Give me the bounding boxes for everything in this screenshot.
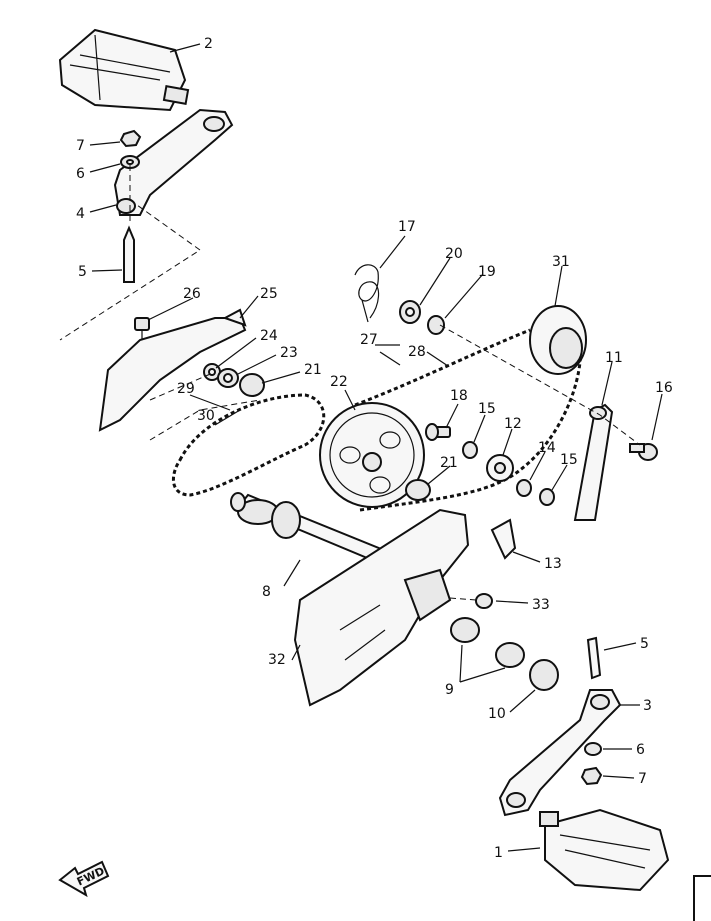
collar-21a	[239, 373, 265, 397]
callout-2: 2	[204, 36, 213, 52]
forward-direction-arrow: FWD	[58, 860, 110, 898]
bushing-10	[529, 659, 559, 691]
callout-4: 4	[76, 206, 85, 222]
callout-labels: 2 7 6 4 5 26 25 24 23 21 29 30 17 20 19 …	[76, 36, 673, 861]
callout-15: 15	[478, 401, 496, 417]
callout-11: 11	[605, 350, 623, 366]
callout-7: 7	[76, 138, 85, 154]
bushing-9b	[495, 642, 525, 668]
callout-28: 28	[408, 344, 426, 360]
leader-lines	[89, 43, 663, 852]
callout-5: 5	[78, 264, 87, 280]
pedal-upper	[58, 28, 190, 112]
alignment-line	[149, 371, 216, 401]
callout-22: 22	[330, 374, 348, 390]
collar-21b	[405, 479, 431, 501]
callout-18: 18	[450, 388, 468, 404]
tensioner-arm	[573, 403, 614, 521]
nut-lower	[580, 766, 603, 786]
callout-13: 13	[544, 556, 562, 572]
bolt-18	[425, 423, 451, 441]
chain-rear-loop	[359, 339, 583, 512]
callout-6: 6	[636, 742, 645, 758]
alignment-line	[439, 324, 641, 446]
callout-17: 17	[398, 219, 416, 235]
pedal-lower	[539, 808, 670, 892]
bolt-33	[449, 593, 493, 609]
idler-sprocket	[486, 454, 514, 482]
bolt-26	[134, 317, 150, 340]
callout-21: 21	[304, 362, 322, 378]
callout-10: 10	[488, 706, 506, 722]
washer-20	[399, 300, 421, 324]
washer-upper	[120, 155, 140, 169]
callout-1: 1	[494, 845, 503, 861]
chain-rear	[354, 328, 531, 407]
callout-6: 6	[76, 166, 85, 182]
callout-30: 30	[197, 408, 215, 424]
callout-21: 21	[440, 455, 458, 471]
callout-25: 25	[260, 286, 278, 302]
callout-8: 8	[262, 584, 271, 600]
callout-14: 14	[538, 440, 556, 456]
callout-24: 24	[260, 328, 278, 344]
washer-15b	[539, 488, 555, 506]
callout-19: 19	[478, 264, 496, 280]
washer-15a	[462, 441, 478, 459]
callout-33: 33	[532, 597, 550, 613]
bolt-16	[629, 443, 658, 461]
callout-26: 26	[183, 286, 201, 302]
callout-27: 27	[360, 332, 378, 348]
frame-plate	[293, 508, 470, 707]
callout-32: 32	[268, 652, 286, 668]
rear-sprocket	[529, 305, 587, 375]
drive-sprocket	[319, 402, 425, 508]
callout-9: 9	[445, 682, 454, 698]
page-edge-frame	[693, 875, 711, 921]
washer-lower	[584, 742, 602, 756]
washer-23	[217, 368, 239, 388]
spring	[354, 264, 380, 323]
callout-12: 12	[504, 416, 522, 432]
chain-front	[171, 393, 326, 497]
cotter-pin-lower	[586, 636, 602, 680]
callout-7: 7	[638, 771, 647, 787]
chain-guard-bracket	[98, 308, 247, 432]
clip	[490, 518, 517, 560]
callout-3: 3	[643, 698, 652, 714]
callout-31: 31	[552, 254, 570, 270]
cotter-pin-upper	[123, 225, 135, 283]
callout-23: 23	[280, 345, 298, 361]
callout-15: 15	[560, 452, 578, 468]
callout-16: 16	[655, 380, 673, 396]
callout-29: 29	[177, 381, 195, 397]
collar-19	[427, 315, 445, 335]
bushing-9a	[450, 617, 480, 643]
crank-arm-lower	[498, 689, 622, 817]
callout-20: 20	[445, 246, 463, 262]
collar-14	[516, 479, 532, 497]
nut-upper	[119, 129, 142, 148]
callout-5: 5	[640, 636, 649, 652]
